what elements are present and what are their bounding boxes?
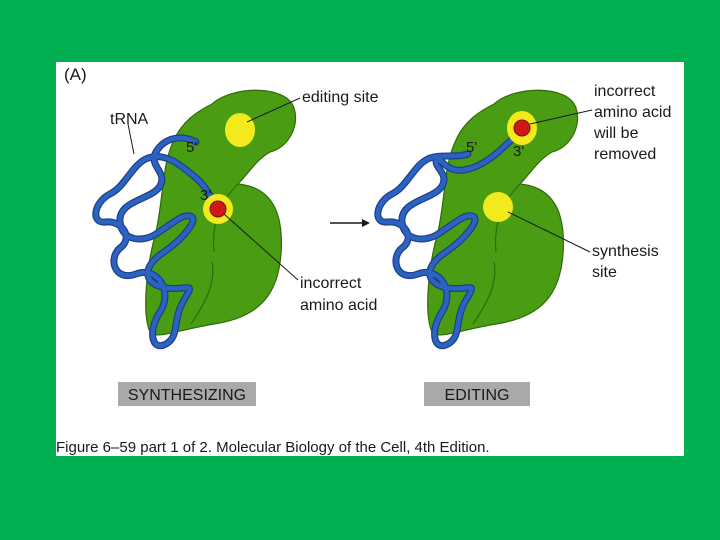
figure-panel: (A) tRNA editing site 5' 3' incorrect am… <box>56 62 684 456</box>
right-trna <box>374 126 526 350</box>
left-three-prime: 3' <box>200 187 211 204</box>
right-synthesis-site <box>483 192 513 222</box>
panel-label: (A) <box>64 65 87 84</box>
transition-arrow <box>330 219 370 227</box>
removed-line2: amino acid <box>594 104 671 121</box>
synthesizing-label: SYNTHESIZING <box>128 387 246 404</box>
synthesis-site-line2: site <box>592 264 617 281</box>
left-editing-site <box>225 113 255 147</box>
incorrect-aa-leader <box>223 213 299 281</box>
editing-site-label: editing site <box>302 89 379 106</box>
left-incorrect-amino-acid <box>209 200 227 218</box>
editing-label-box <box>424 382 530 406</box>
left-five-prime: 5' <box>186 139 197 156</box>
removed-line4: removed <box>594 146 656 163</box>
trna-editing-diagram: (A) tRNA editing site 5' 3' incorrect am… <box>56 65 671 456</box>
removed-line3: will be <box>593 125 639 142</box>
incorrect-aa-line1: incorrect <box>300 275 362 292</box>
right-incorrect-amino-acid <box>513 119 531 137</box>
right-five-prime: 5' <box>466 139 477 156</box>
removed-leader <box>529 109 593 125</box>
incorrect-aa-line2: amino acid <box>300 297 377 314</box>
trna-leader <box>127 123 135 155</box>
right-three-prime: 3' <box>513 143 524 160</box>
synthesizing-label-box <box>118 382 256 406</box>
synthesis-site-line1: synthesis <box>592 243 659 260</box>
figure-caption: Figure 6–59 part 1 of 2. Molecular Biolo… <box>56 439 490 456</box>
editing-label: EDITING <box>445 387 510 404</box>
synthesis-site-leader <box>507 211 591 253</box>
removed-line1: incorrect <box>594 83 656 100</box>
trna-label: tRNA <box>110 111 149 128</box>
editing-site-leader <box>246 97 301 123</box>
left-trna <box>92 134 222 350</box>
